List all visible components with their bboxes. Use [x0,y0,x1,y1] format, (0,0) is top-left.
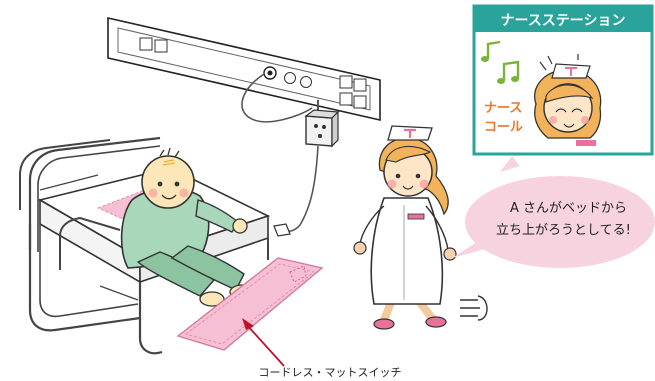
nurse-call-label-line1: ナース [484,101,522,116]
bed-plug-icon [273,223,291,237]
station-nurse-figure [534,54,602,146]
panel-button-icon [300,76,312,88]
music-note-icon [497,60,520,84]
walking-nurse [353,125,457,330]
nurse-station-panel [472,4,654,156]
station-bubble-tail [500,156,520,172]
cordless-mat-switch [176,257,324,351]
nurse-call-cord [241,73,313,123]
speech-line-2: 立ち上がろうとしてる! [496,223,631,238]
panel-button-icon [284,72,296,84]
nurse-call-label-line2: コール [484,120,523,135]
nurse-name-badge [407,213,425,220]
panel-socket-icon [154,39,168,53]
mat-switch-caption: コードレス・マットスイッチ [259,366,402,379]
motion-lines-icon [460,295,488,321]
speech-line-1: A さんがベッドから [510,201,627,216]
nurse-station-title: ナースステーション [500,13,625,29]
mat-switch-receiver [304,109,340,148]
speech-bubble [452,176,655,268]
mat-pointer-arrow [245,323,285,367]
music-note-icon [481,40,501,62]
panel-socket-icon [139,37,153,51]
patient-figure [120,147,255,307]
wall-call-panel [107,16,381,122]
